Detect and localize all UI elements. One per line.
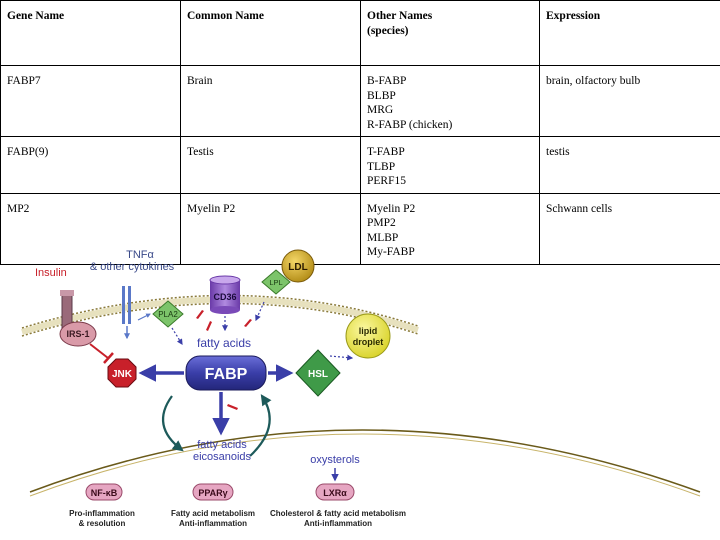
svg-text:& other cytokines: & other cytokines (90, 261, 175, 273)
svg-text:NF-κB: NF-κB (91, 488, 118, 498)
header-common-name: Common Name (180, 0, 361, 66)
svg-text:& resolution: & resolution (79, 519, 126, 528)
insulin-label: Insulin (35, 267, 67, 279)
fatty-acids-label: fatty acids (197, 336, 251, 350)
lxr-caption: Cholesterol & fatty acid metabolism Anti… (270, 509, 406, 528)
irs1-node: IRS-1 (59, 321, 114, 364)
header-expression: Expression (539, 0, 720, 66)
nuclear-membrane (29, 429, 701, 497)
lipid-droplet-node: lipid droplet (345, 313, 391, 359)
cell-common: Myelin P2 (180, 192, 361, 265)
cell-common: Testis (180, 136, 361, 194)
cell-gene: FABP7 (0, 65, 181, 137)
oxysterols-label: oxysterols (310, 454, 360, 466)
table-row: FABP7 Brain B-FABP BLBP MRG R-FABP (chic… (0, 65, 720, 137)
header-gene-name: Gene Name (0, 0, 181, 66)
svg-text:LXRα: LXRα (323, 488, 347, 498)
fabp-table: Gene Name Common Name Other Names(specie… (0, 0, 720, 265)
fatty-acid-marks (196, 310, 252, 410)
table-header-row: Gene Name Common Name Other Names(specie… (0, 0, 720, 66)
svg-text:LPL: LPL (269, 278, 282, 287)
nfkb-node: NF-κB (85, 483, 123, 501)
cell-expression: brain, olfactory bulb (539, 65, 720, 137)
lpl-node: LPL (255, 269, 291, 322)
hsl-node: HSL (268, 349, 354, 397)
jnk-node: JNK (107, 358, 184, 388)
svg-text:PPARγ: PPARγ (198, 488, 227, 498)
table-row: FABP(9) Testis T-FABP TLBP PERF15 testis (0, 136, 720, 194)
svg-text:JNK: JNK (112, 369, 133, 380)
svg-text:Pro-inflammation: Pro-inflammation (69, 509, 135, 518)
svg-text:LDL: LDL (288, 262, 307, 273)
cell-other-names: B-FABP BLBP MRG R-FABP (chicken) (360, 65, 540, 137)
cell-common: Brain (180, 65, 361, 137)
header-other-names: Other Names(species) (360, 0, 540, 66)
svg-text:HSL: HSL (308, 369, 328, 380)
svg-text:eicosanoids: eicosanoids (193, 451, 252, 463)
ldl-node: LDL (281, 249, 315, 283)
cell-expression: Schwann cells (539, 192, 720, 265)
svg-text:Anti-inflammation: Anti-inflammation (179, 519, 247, 528)
cell-other-names: T-FABP TLBP PERF15 (360, 136, 540, 194)
tnf-label: TNFα (126, 249, 154, 261)
svg-text:Fatty acid metabolism: Fatty acid metabolism (171, 509, 255, 518)
svg-text:IRS-1: IRS-1 (66, 329, 89, 339)
pla2-node: PLA2 (137, 300, 184, 346)
cell-gene: MP2 (0, 192, 181, 265)
fabp-node: FABP (185, 355, 267, 391)
nfkb-caption: Pro-inflammation & resolution (69, 509, 135, 528)
svg-text:PLA2: PLA2 (158, 310, 178, 319)
cd36-node: CD36 (209, 275, 241, 332)
feedback-arrows (162, 394, 272, 457)
cell-expression: testis (539, 136, 720, 194)
svg-text:Anti-inflammation: Anti-inflammation (304, 519, 372, 528)
svg-text:CD36: CD36 (213, 292, 236, 302)
fatty-acids-eicosanoids-label: fatty acids (197, 439, 247, 451)
tnf-receptor: TNFα & other cytokines (90, 249, 175, 340)
cell-gene: FABP(9) (0, 136, 181, 194)
fabp-pathway-diagram: Insulin IRS-1 TNFα & other cytokines PLA… (0, 246, 720, 540)
svg-text:droplet: droplet (353, 337, 384, 347)
svg-text:lipid: lipid (359, 326, 378, 336)
table-row: MP2 Myelin P2 Myelin P2 PMP2 MLBP My-FAB… (0, 192, 720, 265)
lxr-node: LXRα (315, 483, 355, 501)
ppar-caption: Fatty acid metabolism Anti-inflammation (171, 509, 255, 528)
ppar-node: PPARγ (192, 483, 234, 501)
svg-text:Cholesterol & fatty acid metab: Cholesterol & fatty acid metabolism (270, 509, 406, 518)
svg-text:FABP: FABP (205, 366, 248, 383)
